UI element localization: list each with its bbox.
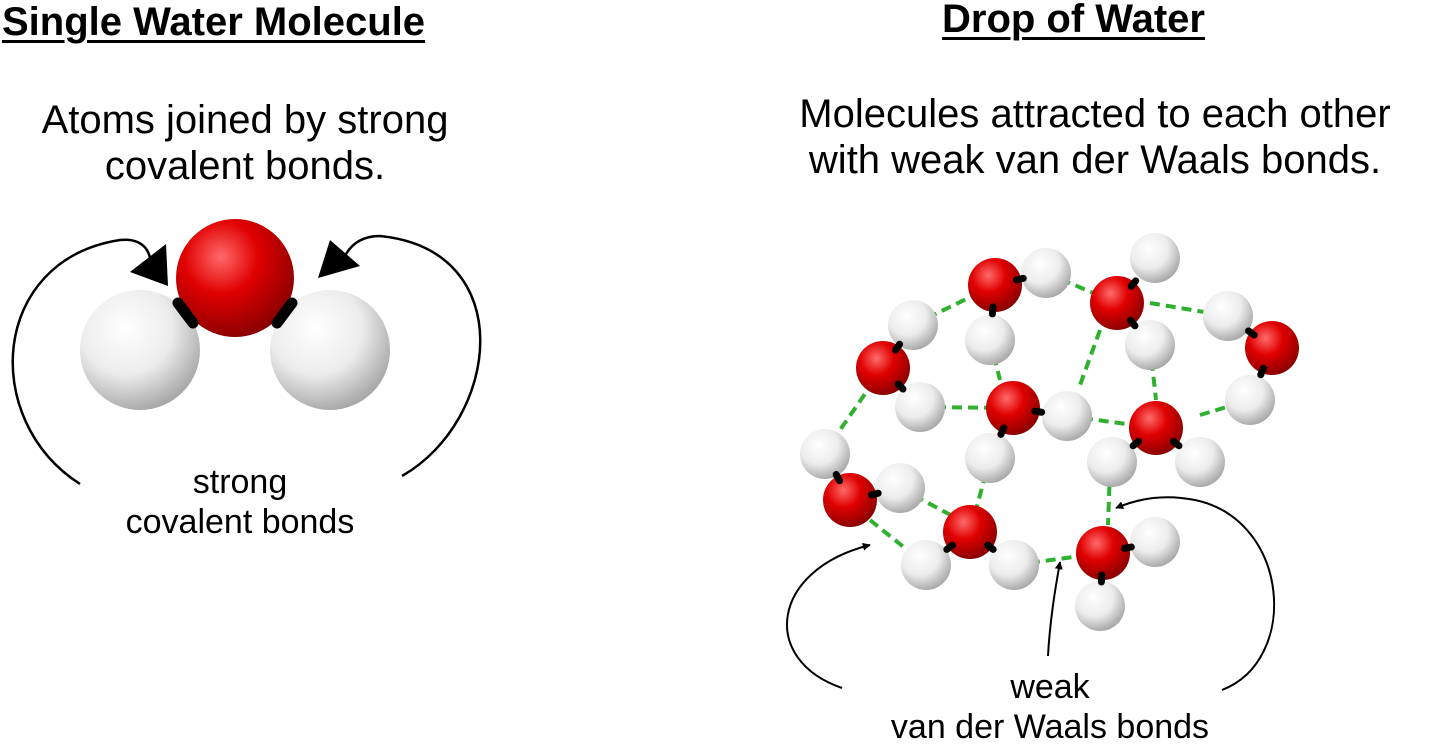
water-molecule (1075, 517, 1180, 631)
hydrogen-atom (1087, 437, 1137, 487)
oxygen-atom (1245, 321, 1299, 375)
strong-bonds-label: strong covalent bonds (80, 462, 400, 542)
hydrogen-atom (965, 433, 1015, 483)
hydrogen-atom (1225, 375, 1275, 425)
hydrogen-atom (989, 540, 1039, 590)
oxygen-atom (823, 473, 877, 527)
weak-bonds-label: weak van der Waals bonds (830, 667, 1270, 747)
water-molecule (965, 381, 1092, 483)
covalent-arrowhead-left (130, 244, 168, 286)
hydrogen-atom (1203, 291, 1253, 341)
weak-bond-arrow-middle (1048, 562, 1060, 656)
covalent-bond (1261, 368, 1264, 374)
water-drop (787, 233, 1299, 690)
covalent-bond (1035, 411, 1042, 412)
hydrogen-atom (1175, 437, 1225, 487)
covalent-bond (896, 344, 900, 350)
covalent-bond (1249, 331, 1255, 335)
hydrogen-atom (1075, 581, 1125, 631)
water-molecule (901, 505, 1039, 590)
hydrogen-atom (965, 315, 1015, 365)
hydrogen-atom (888, 300, 938, 350)
water-molecule (856, 300, 945, 432)
covalent-bond (1173, 441, 1179, 445)
covalent-bond (1125, 547, 1132, 548)
covalent-bond (898, 384, 903, 389)
covalent-bond (1016, 278, 1023, 280)
hydrogen-atom (1042, 391, 1092, 441)
covalent-bond (1133, 441, 1139, 445)
covalent-bond (1001, 428, 1004, 434)
weak-bonds-label-line1: weak (830, 667, 1270, 707)
water-molecule (800, 429, 925, 527)
hydrogen-atom (800, 429, 850, 479)
covalent-bond (988, 545, 994, 549)
covalent-bond (947, 545, 953, 549)
weak-bonds-label-line2: van der Waals bonds (830, 707, 1270, 747)
covalent-bond (1131, 320, 1135, 326)
hydrogen-atom (1021, 248, 1071, 298)
van-der-waals-bond (1080, 330, 1100, 385)
hydrogen-atom (1130, 233, 1180, 283)
oxygen-atom (968, 258, 1022, 312)
strong-bonds-label-line2: covalent bonds (80, 502, 400, 542)
drop-atom-layer (800, 233, 1299, 631)
water-molecule (1090, 233, 1180, 370)
oxygen-atom (943, 505, 997, 559)
strong-bonds-label-line1: strong (80, 462, 400, 502)
hydrogen-atom (875, 463, 925, 513)
oxygen-atom (986, 381, 1040, 435)
covalent-bond (1131, 281, 1136, 286)
hydrogen-atom (901, 540, 951, 590)
covalent-bond (992, 307, 993, 314)
hydrogen-atom (1130, 517, 1180, 567)
covalent-bond (871, 493, 878, 495)
water-molecule (965, 248, 1071, 365)
water-molecule (1203, 291, 1299, 425)
single-water-molecule (13, 219, 481, 484)
covalent-bond (836, 475, 839, 481)
